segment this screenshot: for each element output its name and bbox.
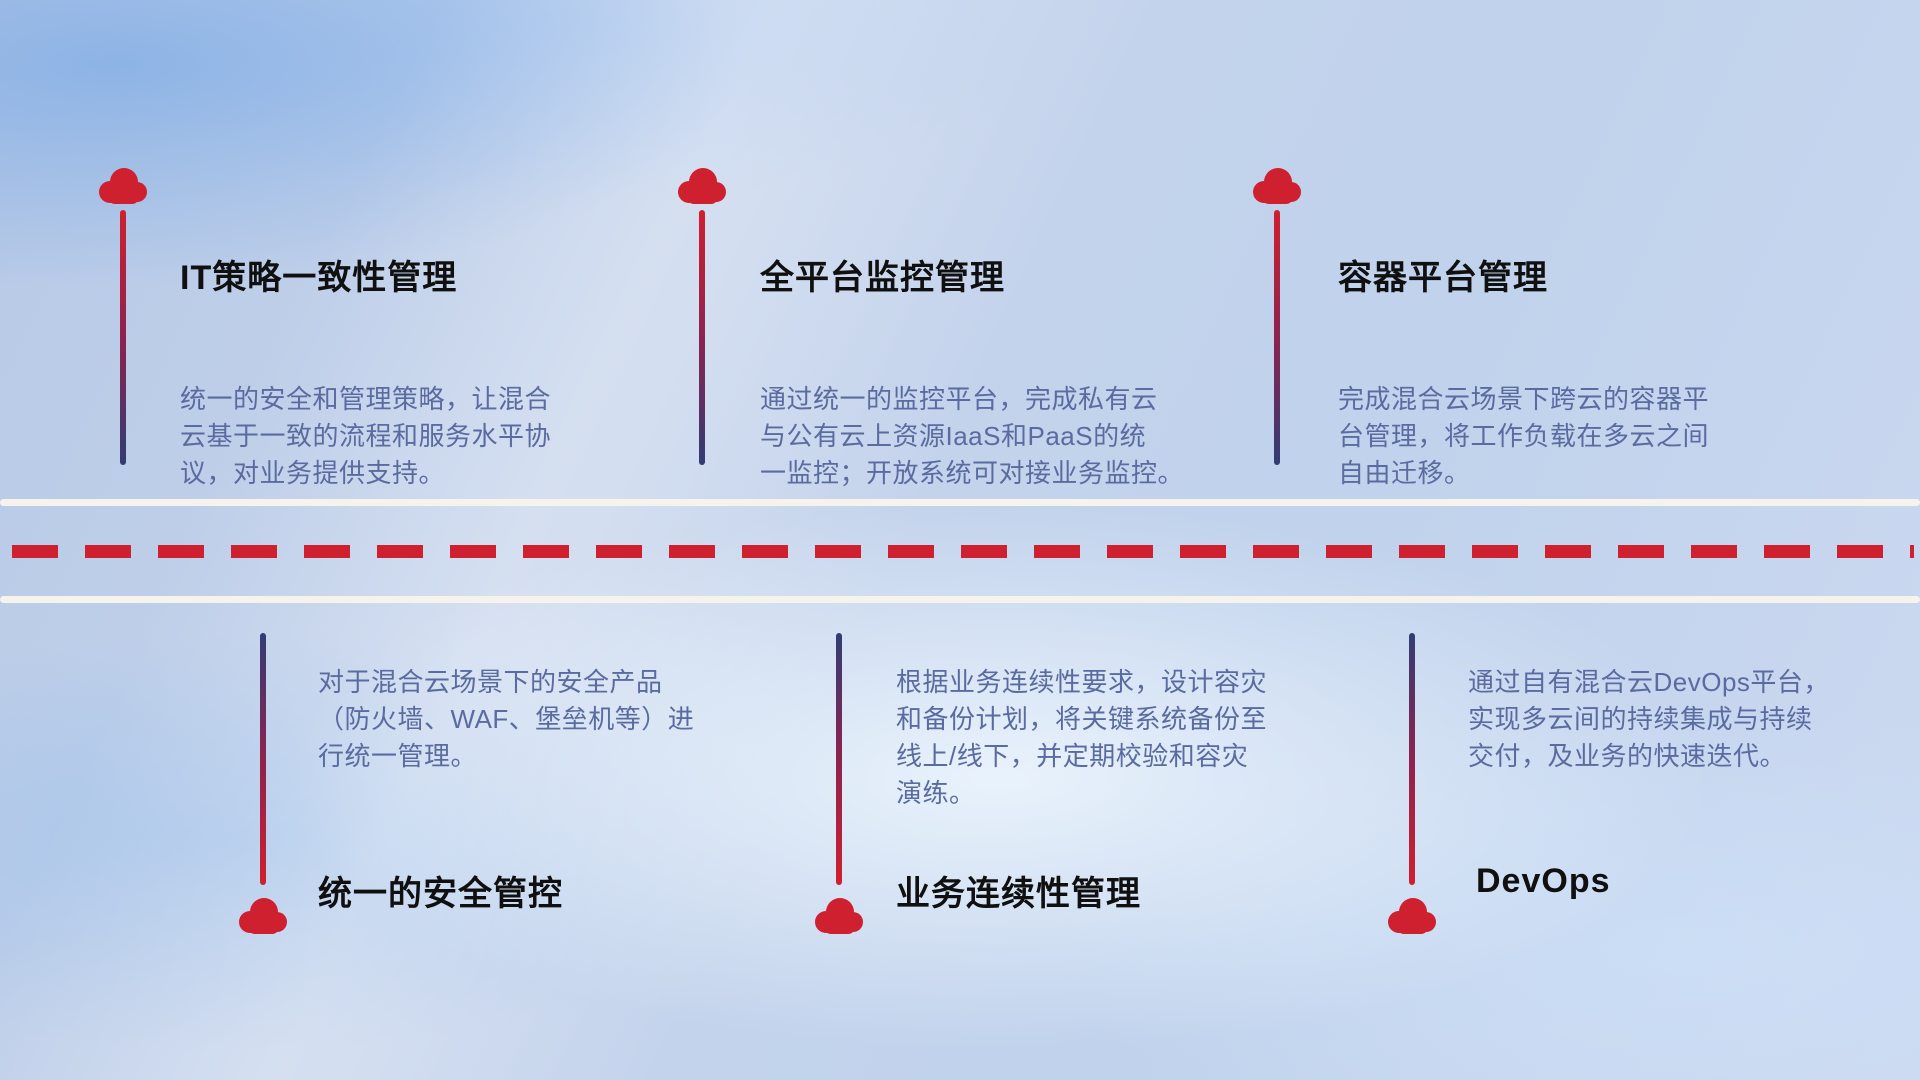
capability-title: DevOps [1476,862,1611,901]
cloud-icon [673,166,731,206]
capability-description: 统一的安全和管理策略，让混合 云基于一致的流程和服务水平协 议，对业务提供支持。 [180,384,552,488]
cloud-icon [1383,896,1441,936]
connector-line [260,633,266,885]
cloud-icon [234,896,292,936]
capability-description: 根据业务连续性要求，设计容灾 和备份计划，将关键系统备份至 线上/线下，并定期校… [896,667,1268,808]
connector-line [120,210,126,465]
connector-line [836,633,842,885]
capability-description: 通过统一的监控平台，完成私有云 与公有云上资源IaaS和PaaS的统 一监控；开… [760,384,1185,488]
cloud-icon [94,166,152,206]
capability-title: 统一的安全管控 [318,875,563,914]
capability-title: 业务连续性管理 [896,875,1141,914]
connector-line [699,210,705,465]
capability-description: 通过自有混合云DevOps平台， 实现多云间的持续集成与持续 交付，及业务的快速… [1468,667,1830,771]
capability-description: 对于混合云场景下的安全产品 （防火墙、WAF、堡垒机等）进 行统一管理。 [318,667,695,771]
road-center-dashed-line [12,545,1914,558]
connector-line [1274,210,1280,465]
capability-title: 容器平台管理 [1338,259,1548,298]
capability-title: 全平台监控管理 [760,259,1005,298]
cloud-icon [1248,166,1306,206]
road-upper-line [0,499,1920,506]
connector-line [1409,633,1415,885]
capability-title: IT策略一致性管理 [180,259,458,298]
cloud-icon [810,896,868,936]
capability-description: 完成混合云场景下跨云的容器平 台管理，将工作负载在多云之间 自由迁移。 [1338,384,1710,488]
road-lower-line [0,596,1920,603]
